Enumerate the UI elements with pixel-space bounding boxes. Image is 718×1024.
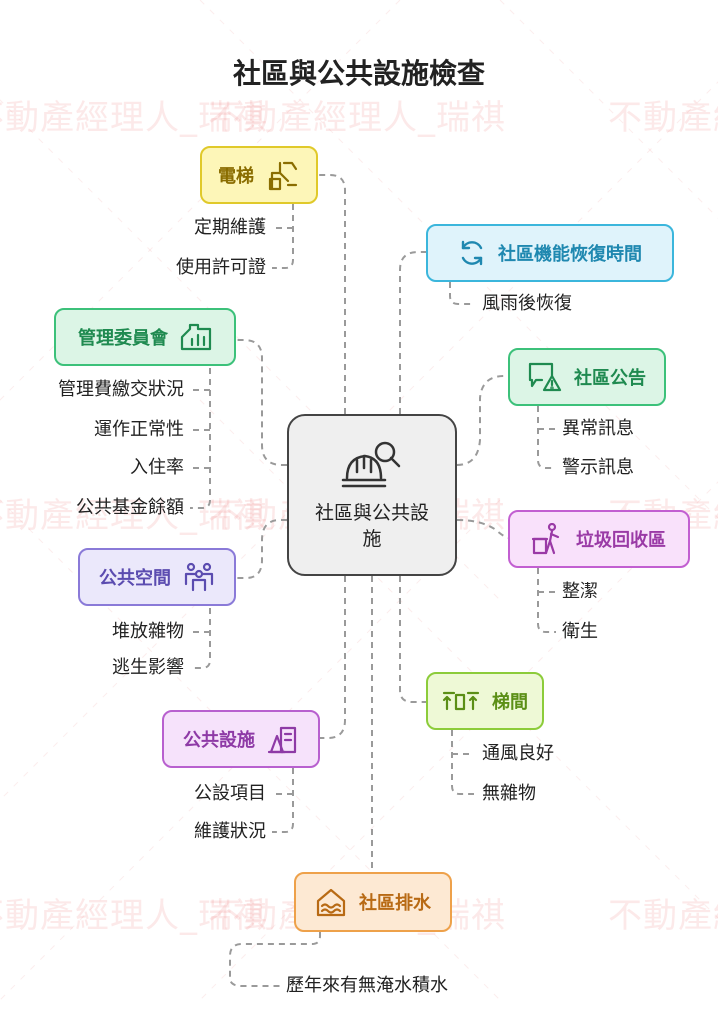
leaf-item: 公共基金餘額	[76, 497, 184, 518]
elevator-wrench-icon	[266, 159, 300, 191]
leaf-item: 異常訊息	[562, 418, 634, 439]
connector-committee-leaves	[190, 368, 211, 509]
leaf-item: 無雜物	[482, 783, 536, 804]
node-stairwell: 梯間	[426, 672, 544, 730]
node-label: 電梯	[218, 166, 254, 187]
trash-person-icon	[532, 523, 564, 555]
node-label: 社區排水	[359, 893, 431, 914]
node-management-committee: 管理委員會	[54, 308, 236, 366]
leaf-item: 入住率	[130, 457, 184, 478]
refresh-icon	[458, 239, 486, 267]
leaf-item: 風雨後恢復	[482, 293, 572, 314]
house-water-icon	[315, 887, 347, 917]
node-public-facility: 公共設施	[162, 710, 320, 768]
helmet-magnifier-icon	[341, 438, 403, 494]
connector-space-leaves	[190, 608, 211, 669]
connector-drainage-leaves	[229, 932, 321, 987]
node-label: 管理委員會	[78, 328, 168, 349]
connector-space	[236, 519, 287, 579]
leaf-item: 通風良好	[482, 743, 554, 764]
center-topic-label: 社區與公共設施	[314, 502, 429, 550]
center-topic-node: 社區與公共設施	[287, 414, 457, 576]
node-label: 社區機能恢復時間	[498, 244, 642, 265]
diagram-title: 社區與公共設施檢查	[232, 57, 485, 90]
building-cone-icon	[267, 724, 299, 754]
stairs-arrows-icon	[442, 689, 480, 713]
node-public-space: 公共空間	[78, 548, 236, 606]
connector-recovery	[399, 251, 428, 414]
connector-elevator	[318, 174, 346, 414]
connector-stairs-leaves	[451, 730, 474, 795]
node-label: 公共空間	[99, 568, 171, 589]
leaf-item: 定期維護	[194, 217, 266, 238]
leaf-item: 使用許可證	[176, 257, 266, 278]
leaf-item: 運作正常性	[94, 419, 184, 440]
node-label: 社區公告	[574, 368, 646, 389]
chat-warning-icon	[528, 362, 562, 392]
connector-garbage	[456, 519, 511, 539]
leaf-item: 維護狀況	[194, 821, 266, 842]
leaf-item: 警示訊息	[562, 457, 634, 478]
leaf-item: 公設項目	[194, 783, 266, 804]
leaf-item: 逃生影響	[112, 657, 184, 678]
chart-hand-icon	[180, 323, 212, 351]
leaf-item: 歷年來有無淹水積水	[286, 975, 448, 996]
node-label: 梯間	[492, 692, 528, 713]
node-elevator: 電梯	[200, 146, 318, 204]
node-garbage-area: 垃圾回收區	[508, 510, 690, 568]
connector-elevator-leaves	[272, 204, 294, 269]
node-label: 公共設施	[183, 730, 255, 751]
connector-facility	[320, 576, 346, 739]
leaf-item: 堆放雜物	[112, 621, 184, 642]
connector-notice	[456, 375, 508, 466]
people-icon	[183, 562, 215, 592]
connector-notice-leaves	[537, 406, 556, 469]
leaf-item: 整潔	[562, 581, 598, 602]
connector-garbage-leaves	[537, 568, 556, 633]
connector-stairs	[399, 576, 426, 703]
node-label: 垃圾回收區	[576, 530, 666, 551]
node-community-notice: 社區公告	[508, 348, 666, 406]
node-community-recovery-time: 社區機能恢復時間	[426, 224, 674, 282]
leaf-item: 衛生	[562, 621, 598, 642]
node-community-drainage: 社區排水	[294, 872, 452, 932]
connector-recovery-leaves	[449, 282, 474, 305]
connector-committee	[236, 339, 287, 466]
connector-facility-leaves	[272, 768, 294, 833]
leaf-item: 管理費繳交狀況	[58, 379, 184, 400]
